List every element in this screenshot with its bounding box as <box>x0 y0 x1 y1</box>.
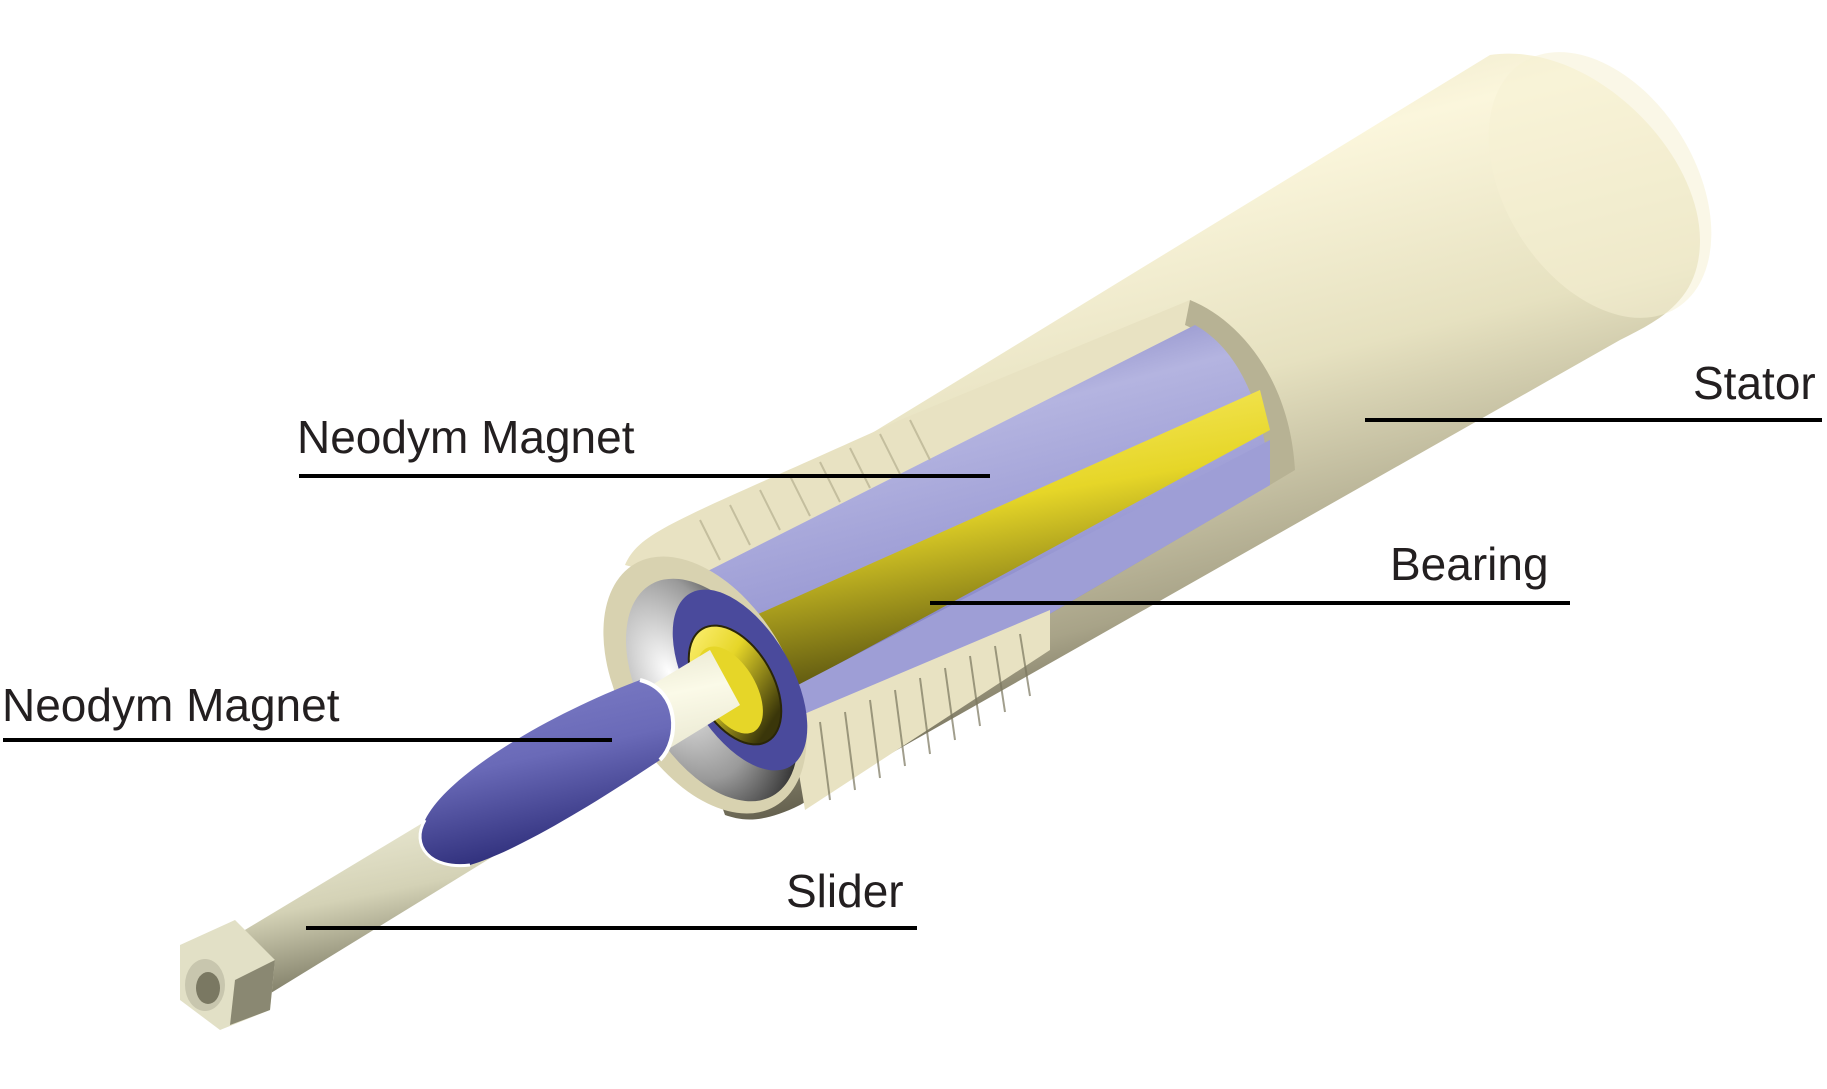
slider-label: Slider <box>786 865 904 917</box>
bearing-label: Bearing <box>1390 538 1549 590</box>
neodym-magnet-outer-label: Neodym Magnet <box>297 411 635 463</box>
neodym-magnet-inner-label: Neodym Magnet <box>2 679 340 731</box>
slider-hex-end <box>180 920 275 1030</box>
stator-cutaway <box>625 300 1295 810</box>
leader-lines <box>3 418 1822 930</box>
stator-label: Stator <box>1693 357 1816 409</box>
thread-ridges <box>819 633 1031 801</box>
thread-ridges-top <box>699 419 931 561</box>
